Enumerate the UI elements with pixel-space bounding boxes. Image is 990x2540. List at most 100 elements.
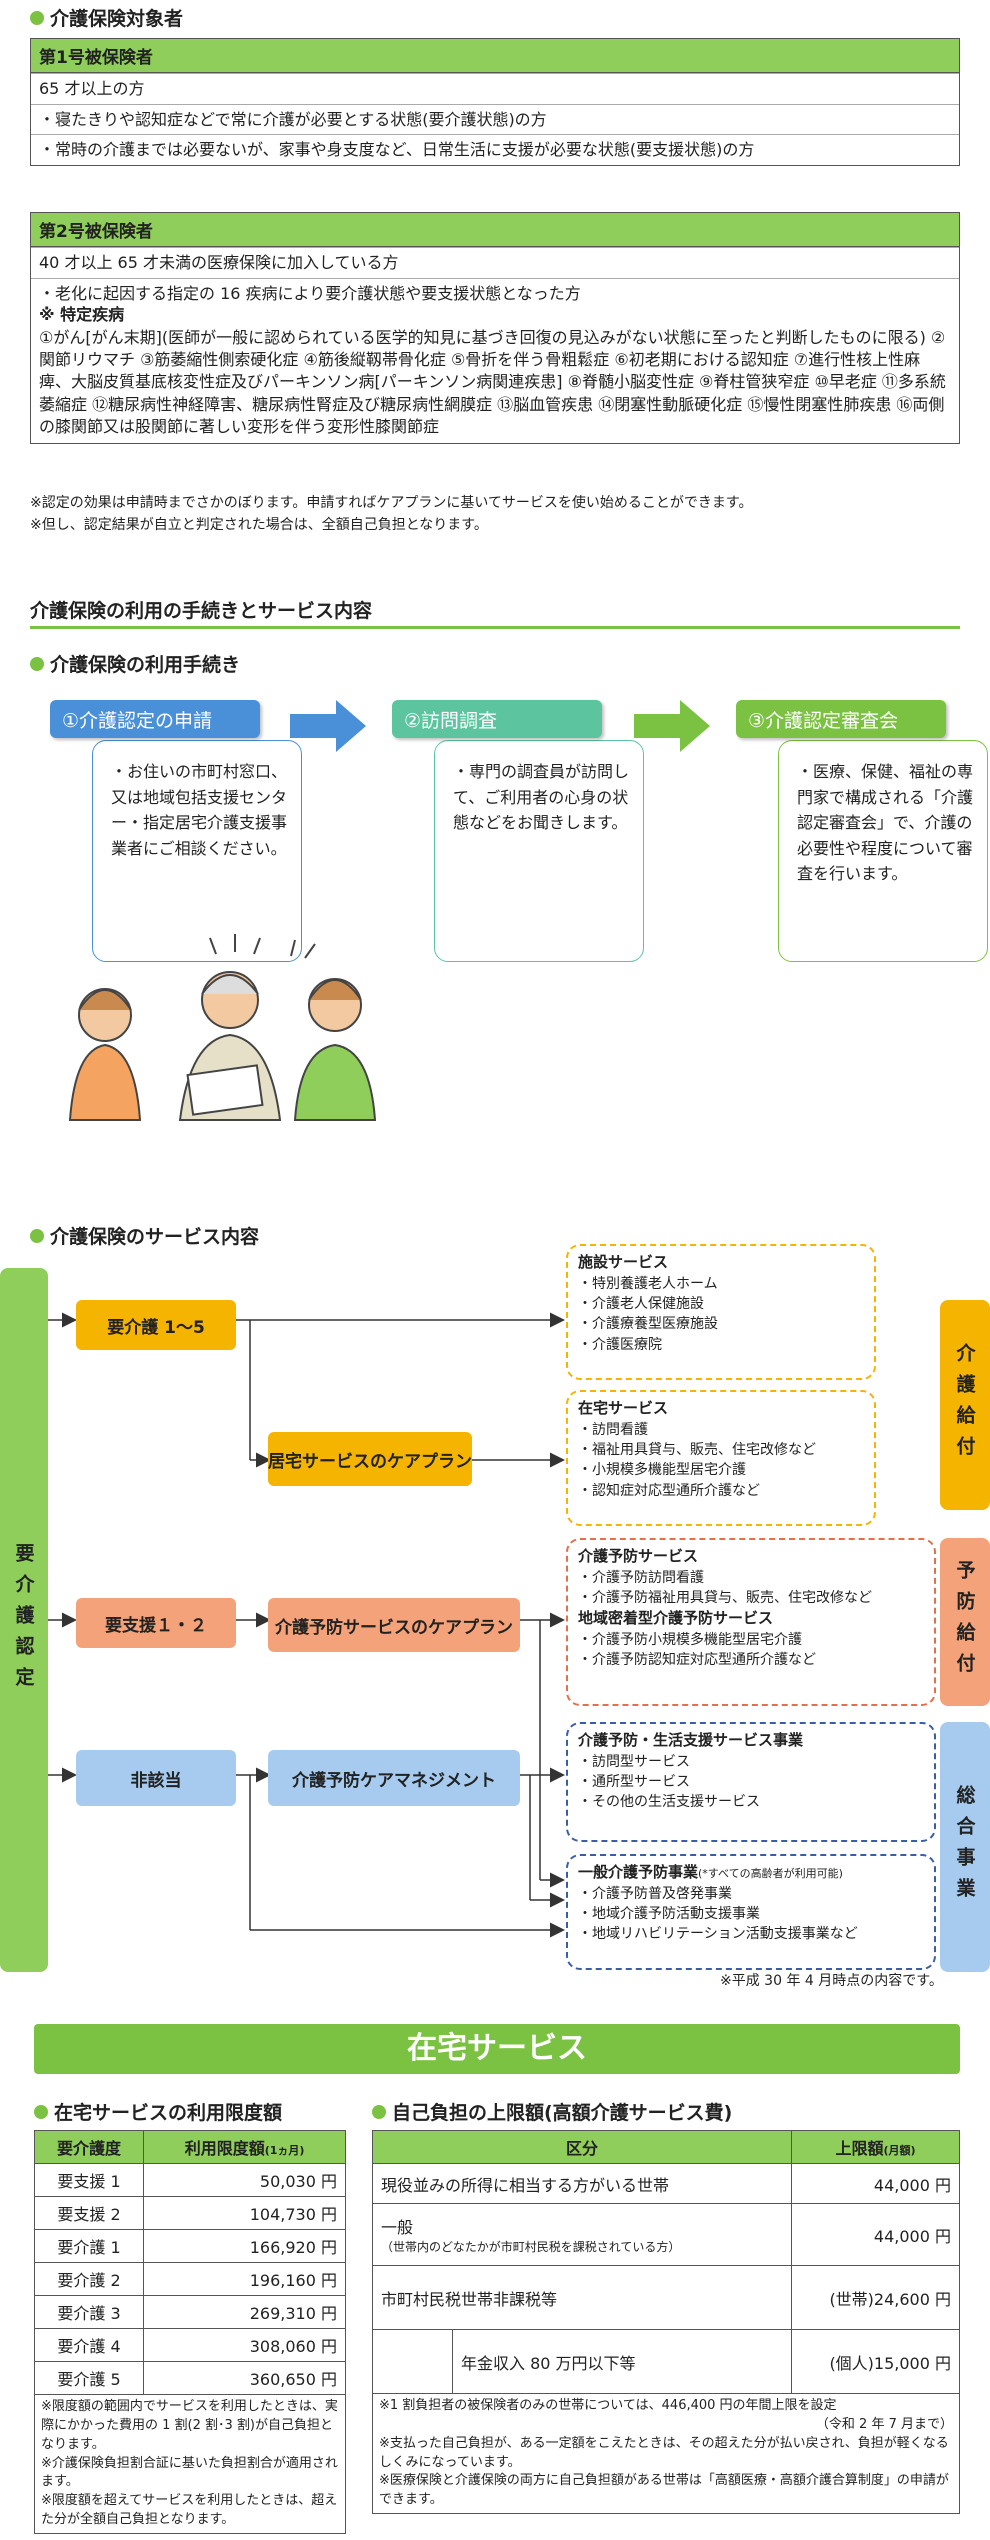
prevention-benefit-label: 予防給付 [940,1538,990,1706]
comprehensive-project-label: 総合事業 [940,1722,990,1972]
header-text: 上限額 [835,2139,884,2158]
list-item: ・特別養護老人ホーム [578,1275,718,1292]
header-unit: (1ヵ月) [264,2144,305,2157]
box-row: ・老化に起因する指定の 16 疾病により要介護状態や要支援状態となった方 [31,277,959,305]
list-item: ・小規模多機能型居宅介護 [578,1462,746,1479]
list-item: ・介護老人保健施設 [578,1296,704,1313]
box-title: 在宅サービス [578,1399,669,1417]
section-subtitle: 介護保険の利用手続き [50,654,241,676]
life-support-services-box: 介護予防・生活支援サービス事業 ・訪問型サービス ・通所型サービス ・その他の生… [566,1722,936,1842]
list-item: ・介護予防福祉用具貸与、販売、住宅改修など [578,1590,872,1607]
cell-category: 年金収入 80 万円以下等 [452,2329,792,2394]
certification-label: 要介護認定 [0,1268,48,1972]
list-item: ・介護予防小規模多機能型居宅介護 [578,1632,802,1649]
notes: ※認定の効果は申請時までさかのぼります。申請すればケアプランに基いてサービスを使… [30,492,960,537]
list-item: ・介護療養型医療施設 [578,1316,718,1333]
list-item: ・通所型サービス [578,1774,690,1791]
cell-category: 現役並みの所得に相当する方がいる世帯 [372,2163,792,2204]
box-row: ・寝たきりや認知症などで常に介護が必要とする状態(要介護状態)の方 [31,103,959,135]
list-item: ・福祉用具貸与、販売、住宅改修など [578,1442,816,1459]
note-line: ※認定の効果は申請時までさかのぼります。申請すればケアプランに基いてサービスを使… [30,495,753,511]
note-line: ※限度額の範囲内でサービスを利用したときは、実際にかかった費用の 1 割(2 割… [41,2399,338,2452]
column-header: 区分 [372,2130,792,2164]
note-line: ※1 割負担者の被保険者のみの世帯については、446,400 円の年間上限を設定 [379,2398,837,2413]
section-heading-procedure: 介護保険の利用手続き [30,650,240,677]
consultation-illustration [68,934,377,1121]
list-item: ・訪問型サービス [578,1753,690,1770]
box-row: 65 才以上の方 [31,73,959,104]
list-item: ・その他の生活支援サービス [578,1794,760,1811]
cell-category: 市町村民税世帯非課税等 [372,2265,792,2330]
facility-services-box: 施設サービス ・特別養護老人ホーム ・介護老人保健施設 ・介護療養型医療施設 ・… [566,1244,876,1380]
care-level-node: 要介護 1〜5 [76,1300,236,1350]
list-item: ・地域介護予防活動支援事業 [578,1906,760,1923]
disease-list: ①がん[がん末期](医師が一般に認められている医学的知見に基づき回復の見込みがな… [39,327,946,437]
note-line: ※但し、認定結果が自立と判定された場合は、全額自己負担となります。 [30,517,488,534]
footnote: ※平成 30 年 4 月時点の内容です。 [720,1973,943,1989]
cell-level: 要介護 1 [33,2229,145,2263]
bullet-dot-icon [30,10,44,25]
box-title: 一般介護予防事業 [578,1863,699,1881]
disease-heading: ※ 特定疾病 [39,305,125,325]
insured-type1-box: 第1号被保険者 65 才以上の方 ・寝たきりや認知症などで常に介護が必要とする状… [30,38,960,166]
step-body: ・医療、保健、福祉の専門家で構成される「介護認定審査会」で、介護の必要性や程度に… [778,740,988,962]
box-head: 第1号被保険者 [31,39,959,73]
box-row: 40 才以上 65 才未満の医療保険に加入している方 [31,247,959,278]
list-item: ・認知症対応型通所介護など [578,1482,760,1499]
column-header: 要介護度 [33,2130,145,2164]
insured-type2-box: 第2号被保険者 40 才以上 65 才未満の医療保険に加入している方 ・老化に起… [30,212,960,444]
box-title-note: (*すべての高齢者が利用可能) [698,1867,843,1880]
list-item: ・訪問看護 [578,1421,648,1438]
box-head: 第2号被保険者 [31,213,959,247]
column-header: 利用限度額(1ヵ月) [143,2130,346,2164]
cell-amount: 44,000 円 [791,2163,960,2204]
prevention-services-box: 介護予防サービス ・介護予防訪問看護 ・介護予防福祉用具貸与、販売、住宅改修など… [566,1538,936,1706]
cell-amount: 308,060 円 [143,2328,346,2362]
bullet-dot-icon [34,2104,48,2119]
cell-level: 要介護 5 [33,2361,145,2395]
list-item: ・地域リハビリテーション活動支援事業など [578,1926,858,1943]
cell-amount: 166,920 円 [143,2229,346,2263]
section-title: 介護保険対象者 [50,8,184,30]
arrow-right-icon [290,700,366,752]
step-heading: ②訪問調査 [392,700,602,738]
section-title: 自己負担の上限額(高額介護サービス費) [392,2102,733,2124]
home-services-banner: 在宅サービス [34,2024,960,2074]
section-title: 在宅サービスの利用限度額 [54,2102,283,2124]
section-title: 介護保険の利用の手続きとサービス内容 [30,600,373,622]
step-heading: ①介護認定の申請 [50,700,260,738]
cell-category: 一般 [381,2218,414,2237]
box-title: 介護予防・生活支援サービス事業 [578,1731,804,1749]
cell-amount: 196,160 円 [143,2262,346,2296]
column-header: 上限額(月額) [791,2130,960,2164]
table-row: ※1 割負担者の被保険者のみの世帯については、446,400 円の年間上限を設定… [372,2392,960,2515]
box-title: 地域密着型介護予防サービス [578,1609,774,1628]
section-heading-cap: 自己負担の上限額(高額介護サービス費) [372,2098,732,2125]
service-flow-connectors [48,1312,565,1938]
general-prevention-box: 一般介護予防事業(*すべての高齢者が利用可能) ・介護予防普及啓発事業 ・地域介… [566,1854,936,1970]
cell-level: 要介護 4 [33,2328,145,2362]
cell-amount: 104,730 円 [143,2196,346,2230]
section-heading-services: 介護保険のサービス内容 [30,1222,259,1249]
table-row: 一般（世帯内のどなたかが市町村民税を課税されている方）44,000 円 [372,2203,960,2266]
note-line: ※限度額を超えてサービスを利用したときは、超えた分が全額自己負担となります。 [41,2493,338,2528]
note-line: ※介護保険負担割合証に基いた負担割合が適用されます。 [41,2455,338,2490]
cell-amount: 269,310 円 [143,2295,346,2329]
not-applicable-node: 非該当 [76,1750,236,1806]
table-row: 市町村民税世帯非課税等(世帯)24,600 円 [372,2265,960,2330]
box-title: 施設サービス [578,1253,669,1271]
note-line: （令和 2 年 7 月まで） [815,2416,953,2432]
cell-amount: (世帯)24,600 円 [791,2265,960,2330]
prevention-management-node: 介護予防ケアマネジメント [268,1750,520,1806]
support-level-node: 要支援１・２ [76,1598,236,1648]
bullet-dot-icon [30,656,44,671]
